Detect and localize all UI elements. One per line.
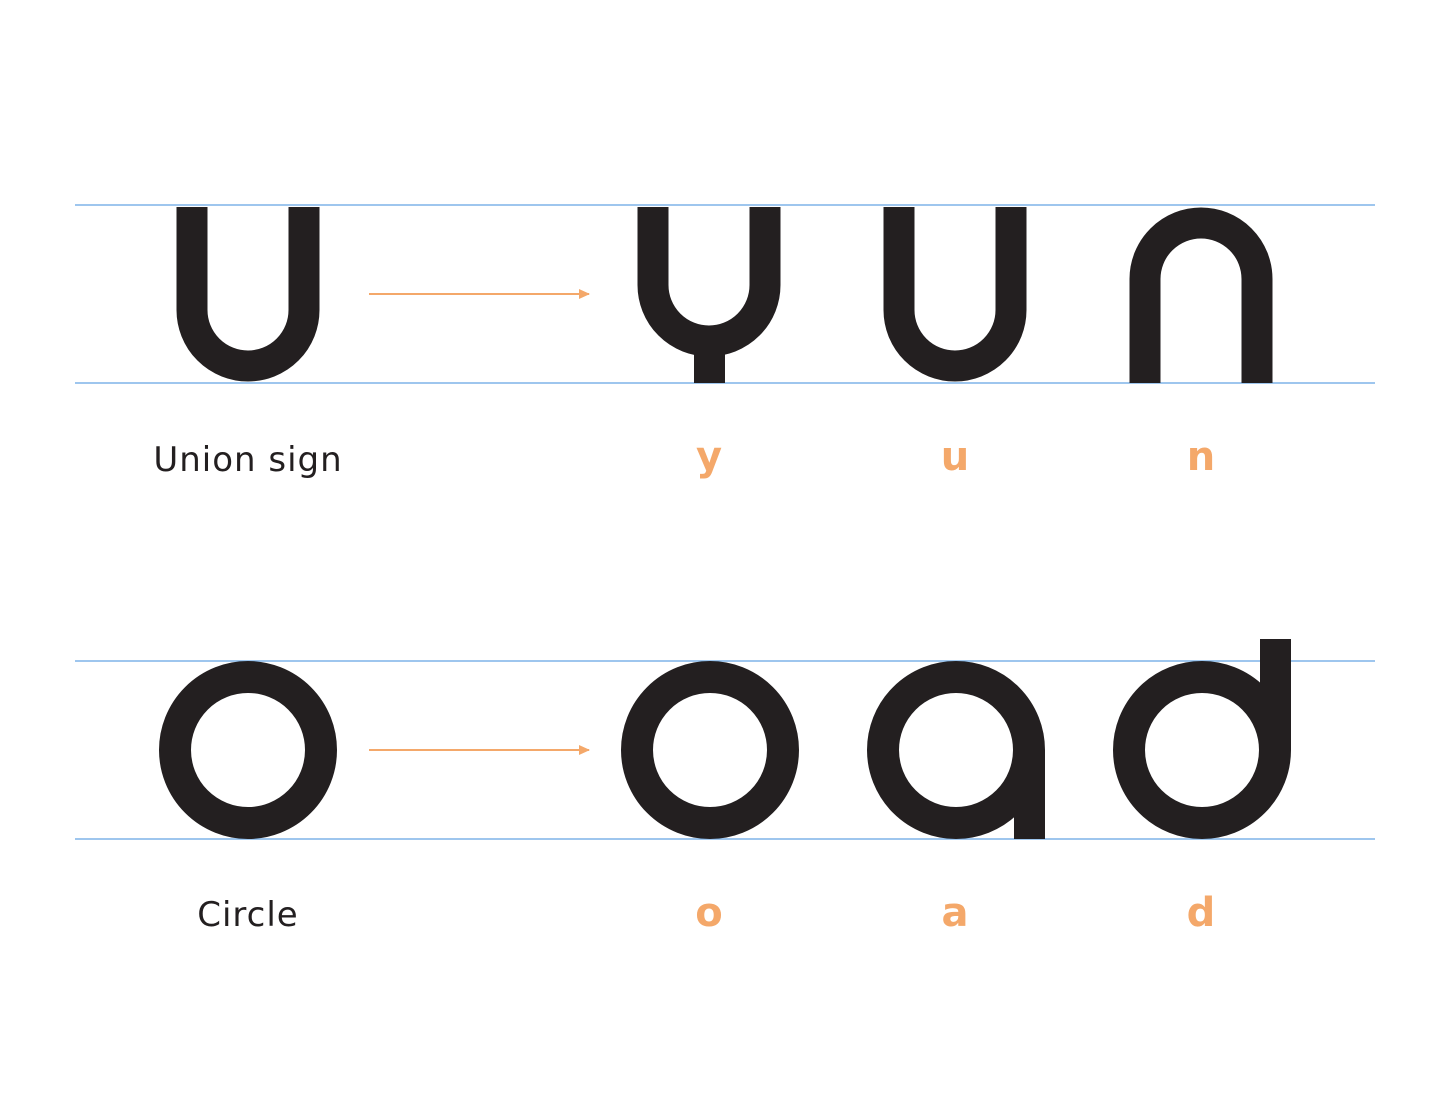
letter-label-n: n — [1187, 434, 1215, 480]
glyph-a — [867, 661, 1045, 839]
letter-label-u: u — [941, 434, 969, 480]
glyph-d — [1113, 639, 1291, 839]
source-label: Union sign — [153, 440, 342, 480]
letter-label-y: y — [696, 434, 722, 480]
glyph-o — [621, 661, 799, 839]
source-label: Circle — [197, 895, 298, 935]
letter-label-o: o — [695, 890, 722, 936]
row-union: Union sign y u n — [75, 204, 1375, 480]
circle-shape — [159, 661, 337, 839]
glyph-y — [637, 207, 781, 383]
glyph-u — [883, 207, 1027, 382]
glyph-n — [1129, 207, 1273, 383]
row-circle: Circle o a d — [75, 639, 1375, 936]
union-sign-shape — [176, 207, 320, 382]
letter-label-a: a — [942, 890, 969, 936]
letter-label-d: d — [1187, 890, 1216, 936]
